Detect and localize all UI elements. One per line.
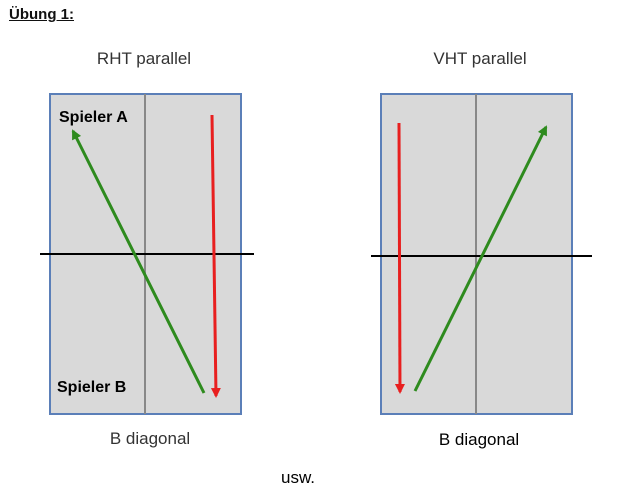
court-1-red-arrow [210,114,221,398]
player-b-label: Spieler B [57,379,126,396]
court-1-title: RHT parallel [96,49,192,68]
court-1: Spieler A Spieler B [40,93,254,415]
footer-text: usw. [280,468,316,487]
court-2-red-arrow [394,122,405,394]
court-2-title: VHT parallel [433,49,527,68]
court-2-green-arrow [413,125,548,392]
court-1-green-arrow [71,129,206,394]
court-2-caption: B diagonal [438,430,520,449]
player-a-label: Spieler A [59,109,128,126]
court-2 [371,93,592,415]
exercise-heading: Übung 1: [9,6,74,23]
court-1-caption: B diagonal [109,429,191,448]
